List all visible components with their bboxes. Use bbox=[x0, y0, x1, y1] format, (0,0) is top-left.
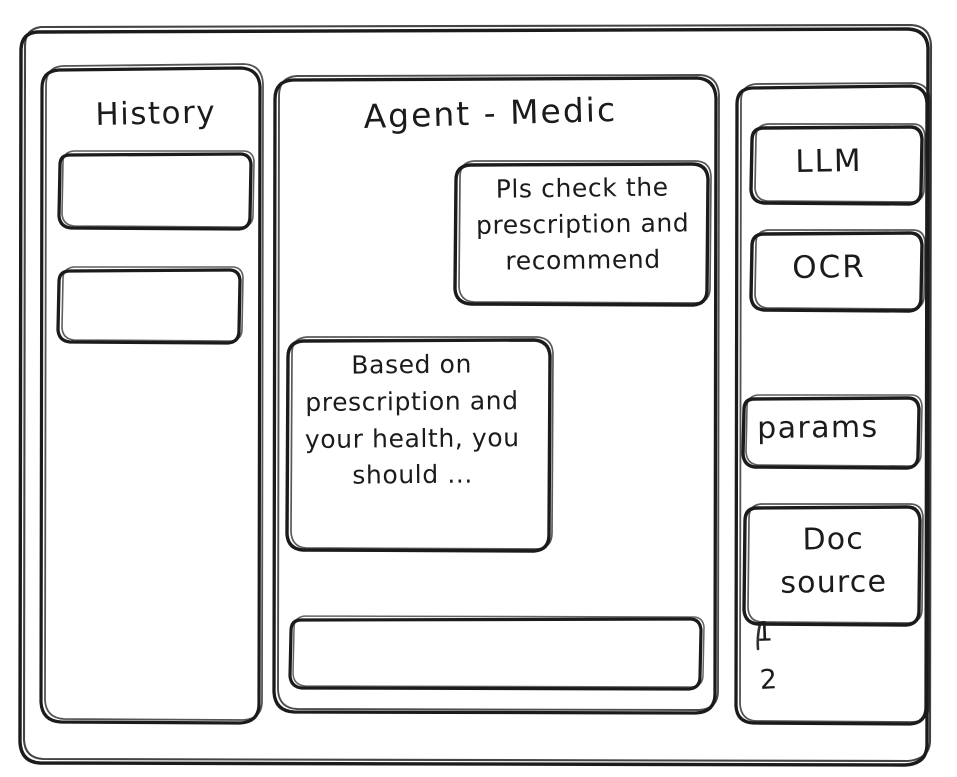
tool-llm-button[interactable] bbox=[751, 124, 925, 204]
user-message-bubble bbox=[455, 161, 711, 305]
assistant-message-bubble bbox=[287, 337, 553, 551]
history-item-2[interactable] bbox=[58, 267, 243, 343]
message-input[interactable] bbox=[290, 616, 704, 689]
tool-params-button[interactable] bbox=[743, 395, 922, 468]
tool-doc-source-button[interactable] bbox=[744, 504, 923, 625]
tool-ocr-button[interactable] bbox=[751, 230, 925, 311]
history-item-1[interactable] bbox=[59, 151, 254, 229]
